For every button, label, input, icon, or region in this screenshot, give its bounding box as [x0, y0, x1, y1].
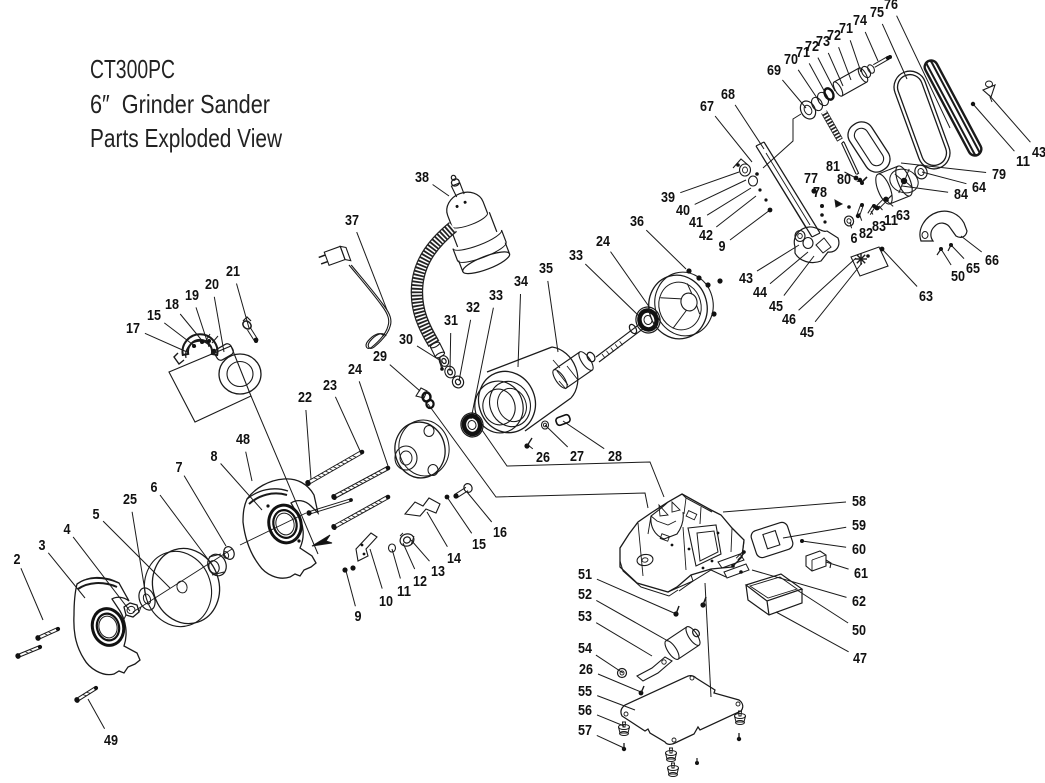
svg-text:27: 27 — [570, 448, 584, 465]
svg-text:71: 71 — [796, 44, 810, 61]
svg-text:18: 18 — [165, 296, 179, 313]
svg-text:46: 46 — [782, 311, 796, 328]
svg-text:10: 10 — [379, 593, 393, 610]
svg-text:52: 52 — [578, 586, 592, 603]
svg-text:2: 2 — [14, 551, 21, 568]
svg-text:34: 34 — [514, 273, 529, 290]
svg-text:58: 58 — [852, 493, 866, 510]
svg-text:40: 40 — [676, 202, 690, 219]
svg-text:43: 43 — [1032, 144, 1045, 161]
svg-text:26: 26 — [536, 449, 550, 466]
svg-text:63: 63 — [896, 207, 910, 224]
svg-text:4: 4 — [64, 521, 72, 538]
svg-text:53: 53 — [578, 608, 592, 625]
svg-text:6: 6 — [151, 479, 158, 496]
svg-text:16: 16 — [493, 524, 507, 541]
svg-text:35: 35 — [539, 260, 553, 277]
svg-text:63: 63 — [919, 288, 933, 305]
svg-text:50: 50 — [951, 268, 965, 285]
svg-text:25: 25 — [123, 491, 137, 508]
svg-text:71: 71 — [839, 20, 853, 37]
svg-text:75: 75 — [870, 4, 884, 21]
svg-text:64: 64 — [972, 179, 987, 196]
svg-text:45: 45 — [800, 324, 814, 341]
svg-text:17: 17 — [126, 320, 140, 337]
svg-text:76: 76 — [884, 0, 898, 13]
svg-text:22: 22 — [298, 389, 312, 406]
svg-text:33: 33 — [569, 247, 583, 264]
svg-text:42: 42 — [699, 227, 713, 244]
svg-text:6: 6 — [851, 230, 858, 247]
svg-text:9: 9 — [719, 238, 726, 255]
svg-text:14: 14 — [447, 550, 462, 567]
svg-text:84: 84 — [954, 186, 969, 203]
svg-text:65: 65 — [966, 260, 980, 277]
svg-text:44: 44 — [753, 284, 768, 301]
svg-text:30: 30 — [399, 331, 413, 348]
svg-text:12: 12 — [413, 573, 427, 590]
svg-text:50: 50 — [852, 622, 866, 639]
svg-text:6″ Grinder Sander: 6″ Grinder Sander — [90, 89, 270, 119]
svg-text:9: 9 — [355, 608, 362, 625]
svg-text:61: 61 — [854, 565, 868, 582]
svg-text:70: 70 — [784, 51, 798, 68]
svg-text:13: 13 — [431, 563, 445, 580]
svg-text:60: 60 — [852, 541, 866, 558]
svg-text:15: 15 — [472, 536, 486, 553]
svg-text:47: 47 — [853, 650, 867, 667]
svg-text:24: 24 — [596, 233, 611, 250]
svg-text:32: 32 — [466, 299, 480, 316]
svg-text:33: 33 — [489, 287, 503, 304]
svg-text:82: 82 — [859, 225, 873, 242]
svg-text:51: 51 — [578, 566, 592, 583]
svg-text:66: 66 — [985, 252, 999, 269]
svg-text:80: 80 — [837, 171, 851, 188]
svg-text:11: 11 — [397, 583, 411, 600]
svg-text:43: 43 — [739, 270, 753, 287]
svg-text:5: 5 — [93, 506, 100, 523]
svg-text:8: 8 — [211, 448, 218, 465]
svg-text:69: 69 — [767, 62, 781, 79]
svg-text:74: 74 — [853, 12, 868, 29]
svg-text:38: 38 — [415, 169, 429, 186]
svg-text:45: 45 — [769, 298, 783, 315]
svg-text:7: 7 — [176, 459, 183, 476]
svg-text:59: 59 — [852, 517, 866, 534]
svg-text:24: 24 — [348, 361, 363, 378]
svg-text:39: 39 — [661, 189, 675, 206]
svg-text:57: 57 — [578, 722, 592, 739]
svg-text:67: 67 — [700, 98, 714, 115]
svg-text:Parts Exploded View: Parts Exploded View — [90, 123, 282, 153]
svg-text:37: 37 — [345, 212, 359, 229]
svg-text:62: 62 — [852, 593, 866, 610]
svg-text:79: 79 — [992, 166, 1006, 183]
svg-text:68: 68 — [721, 86, 735, 103]
svg-text:15: 15 — [147, 307, 161, 324]
svg-text:48: 48 — [236, 431, 250, 448]
svg-text:20: 20 — [205, 276, 219, 293]
svg-text:36: 36 — [630, 213, 644, 230]
svg-text:55: 55 — [578, 683, 592, 700]
svg-text:11: 11 — [1016, 153, 1030, 170]
svg-text:49: 49 — [104, 732, 118, 749]
svg-text:CT300PC: CT300PC — [90, 54, 175, 84]
svg-text:29: 29 — [373, 348, 387, 365]
svg-text:19: 19 — [185, 287, 199, 304]
svg-text:26: 26 — [579, 661, 593, 678]
svg-text:3: 3 — [39, 537, 46, 554]
svg-text:21: 21 — [226, 263, 240, 280]
svg-text:56: 56 — [578, 702, 592, 719]
svg-text:54: 54 — [578, 640, 593, 657]
svg-text:23: 23 — [323, 377, 337, 394]
svg-text:31: 31 — [444, 312, 458, 329]
